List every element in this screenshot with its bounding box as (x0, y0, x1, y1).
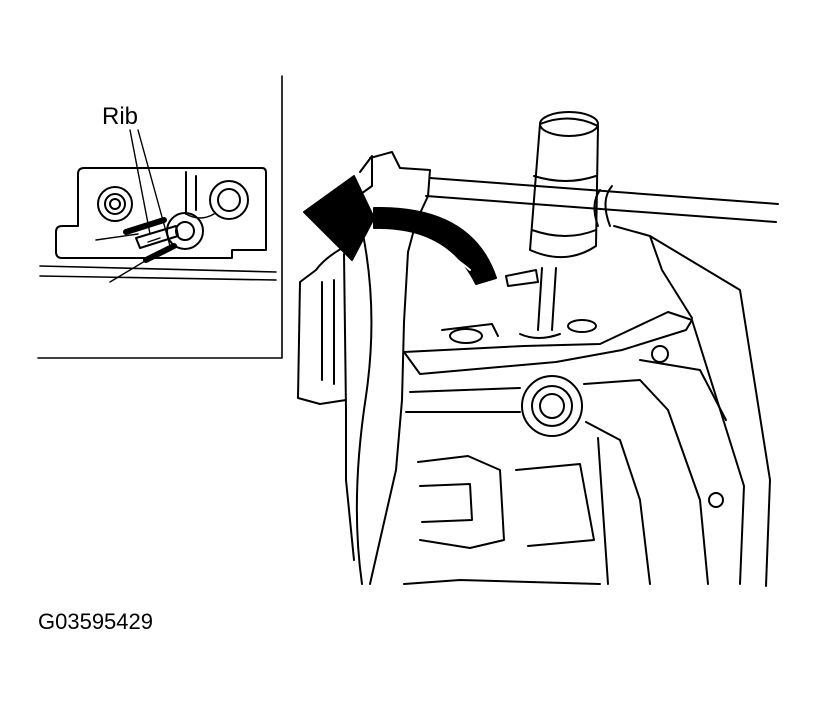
shaft (425, 177, 779, 223)
figure-id-label: G03595429 (38, 609, 153, 634)
bell-housing (369, 151, 431, 585)
inset-border (37, 75, 283, 359)
bracket-plate (55, 167, 267, 259)
hammer-icon (519, 111, 599, 339)
inset-floor-line (39, 265, 277, 273)
bolt-boss-left (97, 186, 133, 222)
bolt-boss-right (209, 180, 249, 220)
case-top-deck (403, 311, 693, 375)
rib-detail (123, 217, 179, 263)
transmission-case (297, 111, 779, 587)
rib-leader-line (129, 129, 151, 235)
case-bore (521, 375, 583, 437)
curved-arrow-icon (303, 175, 497, 285)
rib-label: Rib (102, 103, 138, 130)
inset-detail-view: Rib (37, 75, 283, 359)
